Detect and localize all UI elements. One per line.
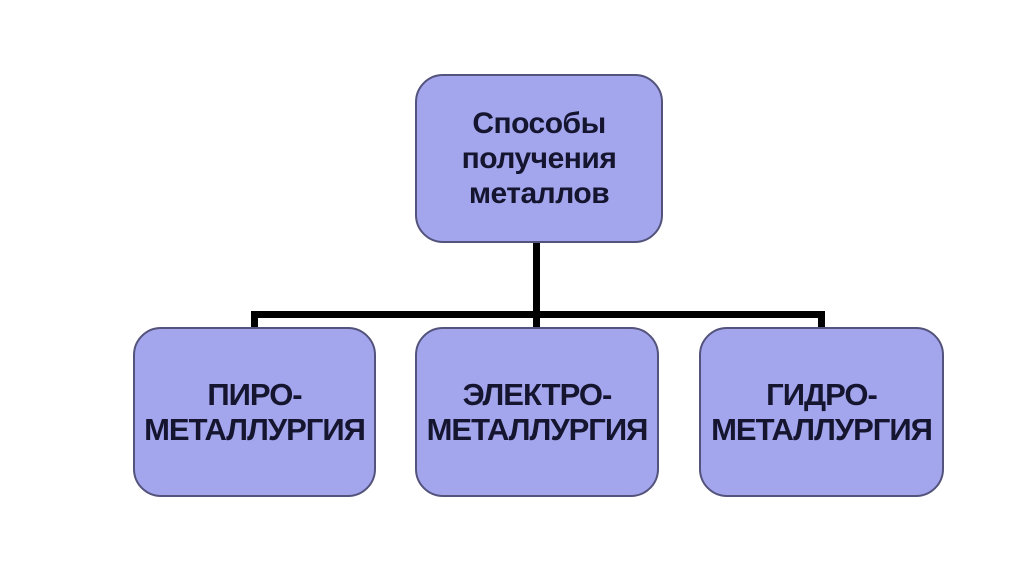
connector-branch-center [533,311,540,329]
connector-branch-left [251,311,258,329]
child-node-line: ПИРО- [207,377,302,412]
child-node-pyrometallurgy: ПИРО- МЕТАЛЛУРГИЯ [133,327,376,497]
child-node-hydrometallurgy: ГИДРО- МЕТАЛЛУРГИЯ [699,327,944,497]
root-node-methods-of-obtaining-metals: Способы получения металлов [415,74,663,243]
child-node-electrometallurgy: ЭЛЕКТРО- МЕТАЛЛУРГИЯ [415,327,659,497]
root-node-line: получения [461,142,617,175]
connector-branch-right [818,311,825,329]
root-node-line: Способы [472,107,606,140]
child-node-line: МЕТАЛЛУРГИЯ [426,412,649,447]
child-node-line: ГИДРО- [766,377,878,412]
connector-trunk-vertical [533,243,540,318]
root-node-line: металлов [468,177,610,210]
child-node-line: ЭЛЕКТРО- [462,377,613,412]
child-node-line: МЕТАЛЛУРГИЯ [711,412,933,447]
child-node-line: МЕТАЛЛУРГИЯ [144,412,366,447]
